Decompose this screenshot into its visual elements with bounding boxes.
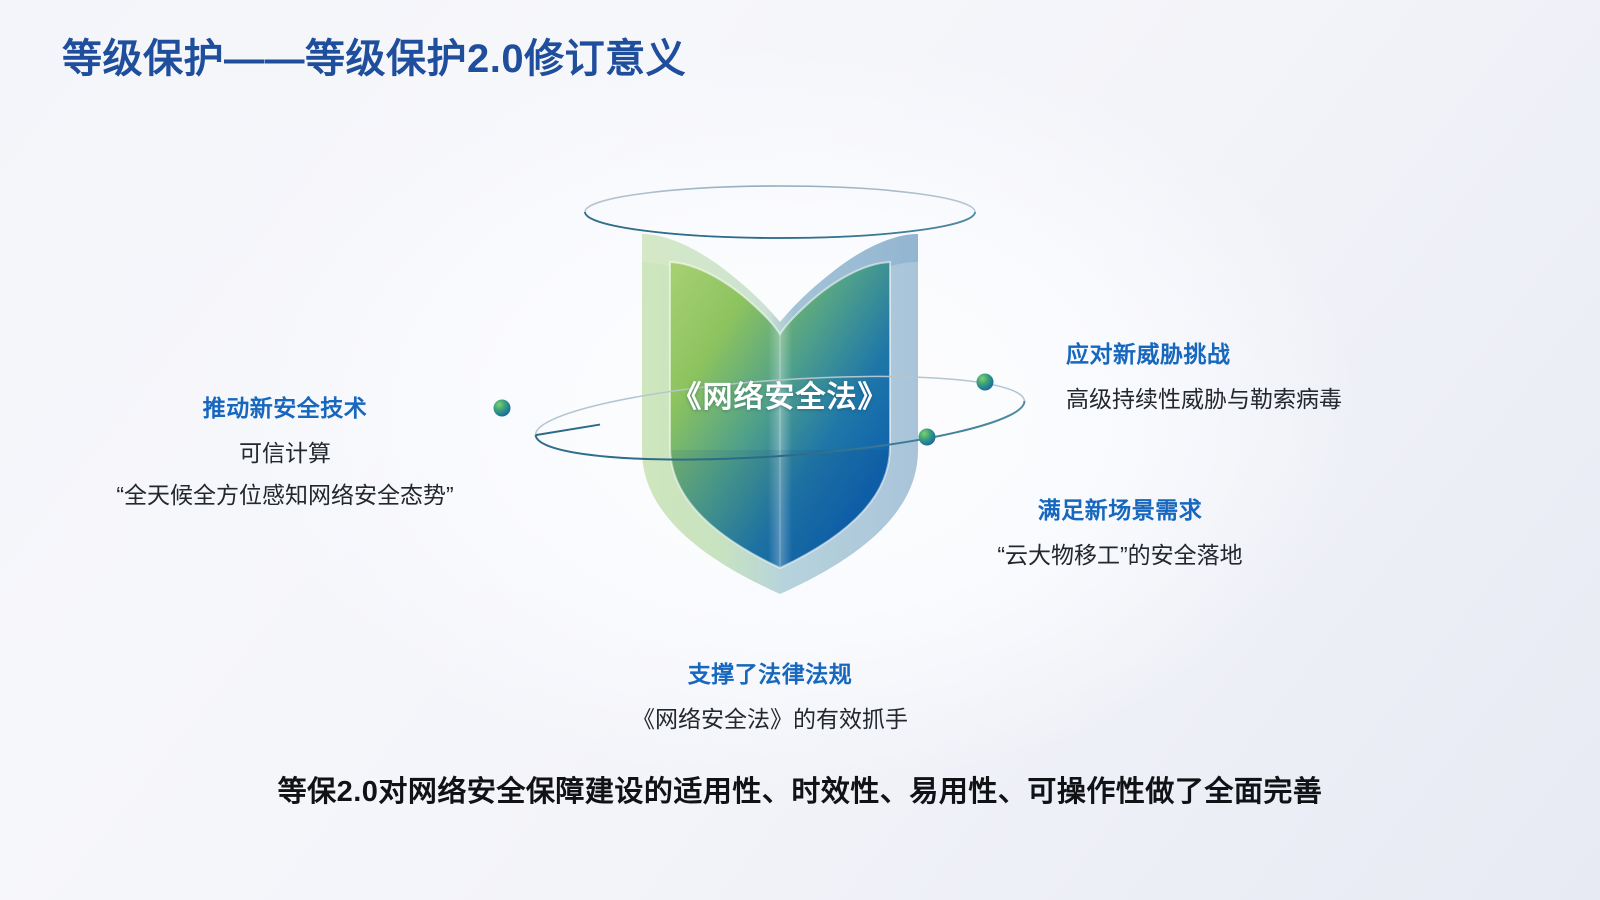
callout-meet-new-scenarios: 满足新场景需求 “云大物移工”的安全落地 — [940, 494, 1300, 573]
callout-respond-new-threats: 应对新威胁挑战 高级持续性威胁与勒索病毒 — [1066, 338, 1526, 417]
orbit-ring-bottom-front-arc — [534, 400, 1026, 461]
orbit-ring-top-front-arc — [584, 211, 976, 239]
callout-support-laws: 支撑了法律法规 《网络安全法》的有效抓手 — [585, 658, 955, 737]
orbit-node-icon — [976, 373, 994, 391]
callout-title: 推动新安全技术 — [202, 395, 368, 421]
callout-line: 高级持续性威胁与勒索病毒 — [1066, 386, 1342, 413]
callout-push-new-security-tech: 推动新安全技术 可信计算 “全天候全方位感知网络安全态势” — [70, 392, 500, 512]
callout-title: 满足新场景需求 — [1037, 497, 1203, 523]
callout-line: “全天候全方位感知网络安全态势” — [116, 481, 454, 508]
shield-outer-rim — [642, 234, 918, 594]
orbit-ring-bottom-icon — [534, 375, 1026, 436]
callout-title: 应对新威胁挑战 — [1066, 341, 1231, 367]
orbit-node-icon — [493, 399, 511, 417]
orbit-node-icon — [918, 428, 936, 446]
callout-line: 可信计算 — [239, 440, 331, 467]
shield-graphic-svg — [493, 185, 1026, 594]
conclusion-text: 等保2.0对网络安全保障建设的适用性、时效性、易用性、可操作性做了全面完善 — [277, 776, 1323, 808]
callout-line: 《网络安全法》的有效抓手 — [632, 706, 908, 733]
callout-title: 支撑了法律法规 — [687, 661, 853, 687]
page-title: 等级保护——等级保护2.0修订意义 — [62, 37, 687, 81]
callout-line: “云大物移工”的安全落地 — [997, 542, 1243, 569]
